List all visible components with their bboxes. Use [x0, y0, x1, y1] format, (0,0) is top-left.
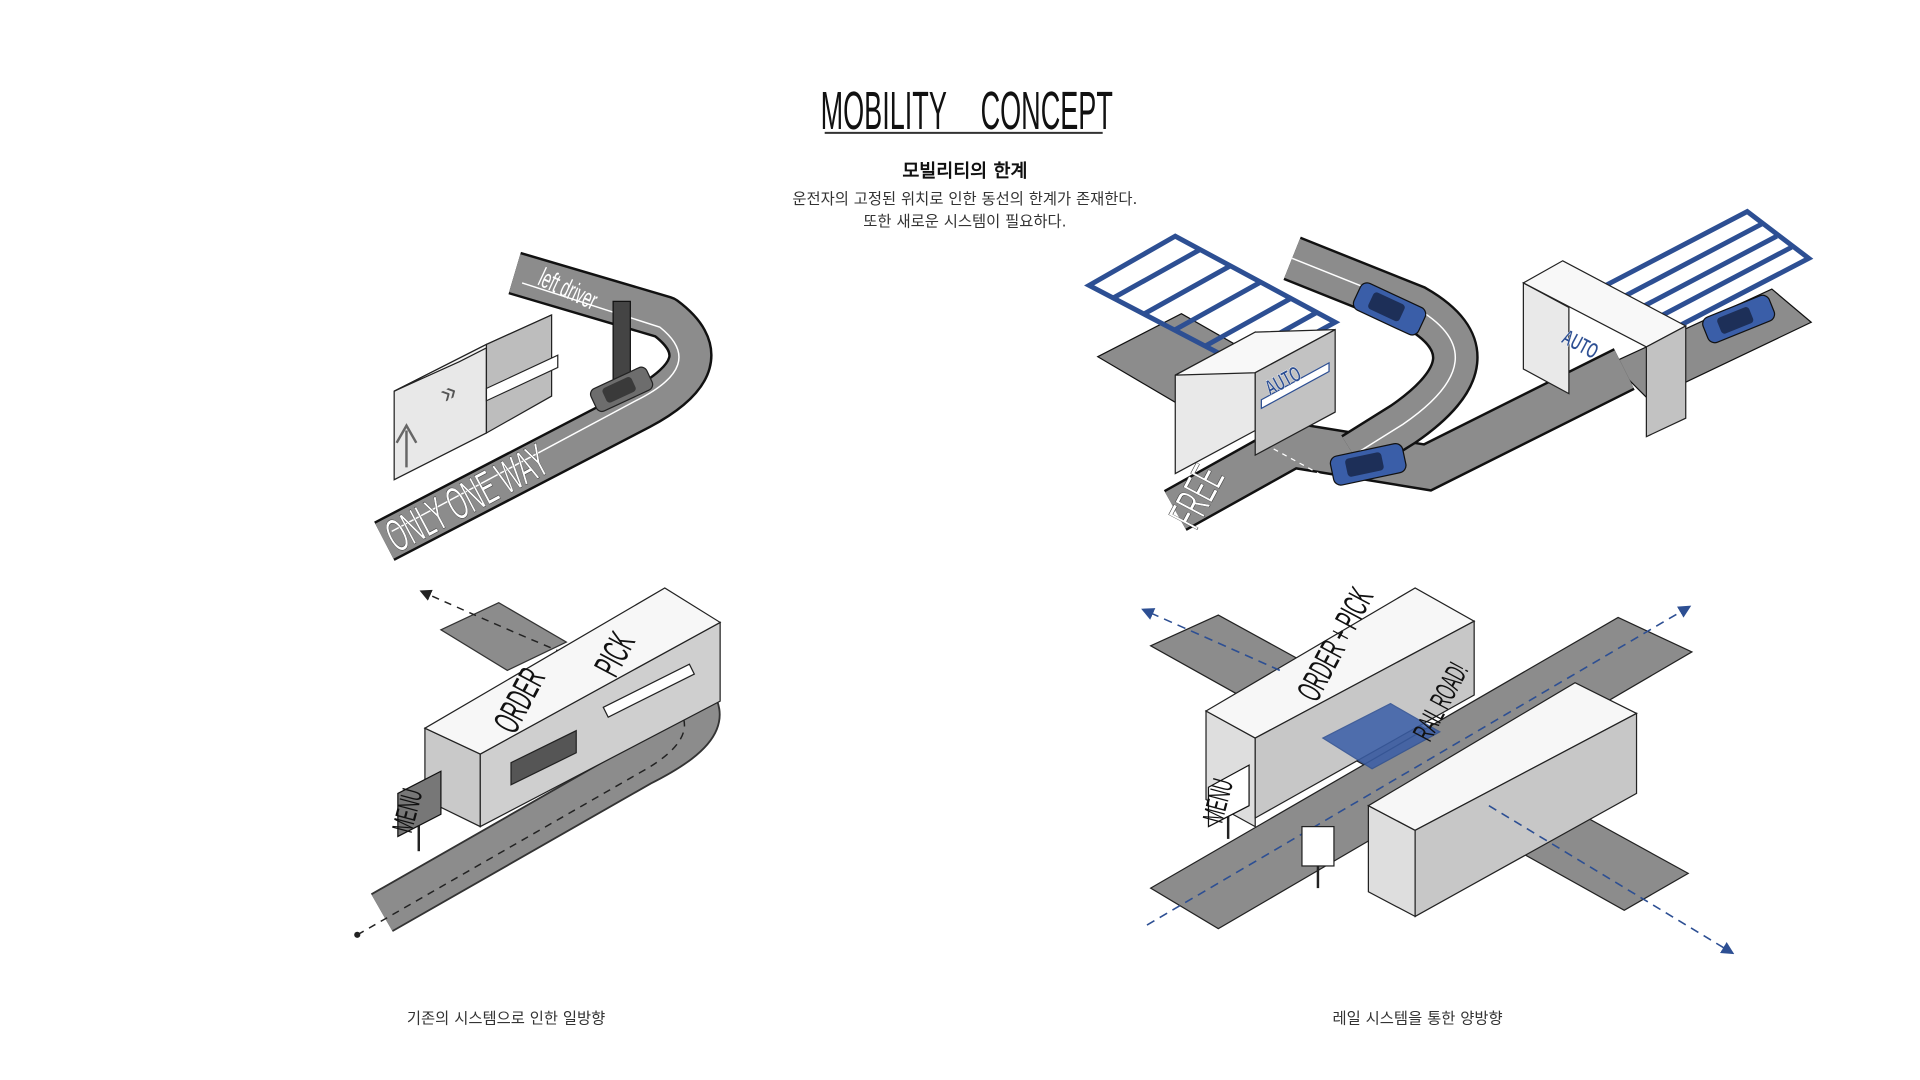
menu-sign: [397, 770, 442, 838]
right-caption: 레일 시스템을 통한 양방향: [1333, 1009, 1503, 1027]
menu-sign-right: [1207, 764, 1250, 828]
left-top-drivethru-illustration: » left driver ONLY ONE WAY: [374, 251, 713, 563]
left-bottom-order-pick-illustration: ORDER PICK MENU: [354, 587, 722, 938]
second-building-side: [1414, 712, 1638, 918]
car-blue-3: [1702, 294, 1776, 344]
car-grey: [589, 366, 654, 413]
dashed-arrow-nw: [1141, 608, 1281, 672]
order-building-top: [423, 587, 722, 755]
title-word-2: CONCEPT: [981, 81, 1113, 142]
car-blue-1: [1352, 282, 1427, 336]
dashed-arrow-se: [1488, 805, 1735, 955]
right-bottom-rail-illustration: ORDER + PICK RAIL ROAD! MENU: [1141, 581, 1735, 955]
booth-front: [393, 343, 488, 481]
dashed-path-arrow: [356, 589, 686, 936]
pickup-sign: [1301, 825, 1335, 867]
order-window: [510, 729, 577, 786]
title-word-1: MOBILITY: [821, 81, 947, 142]
description-line-1: 운전자의 고정된 위치로 인한 동선의 한계가 존재한다.: [792, 190, 1137, 208]
menu-label-right: MENU: [1196, 775, 1239, 825]
description-line-2: 또한 새로운 시스템이 필요하다.: [863, 212, 1066, 230]
car-blue-2: [1329, 442, 1407, 486]
left-caption: 기존의 시스템으로 인한 일방향: [407, 1009, 605, 1027]
up-arrow-sign-icon: [395, 423, 418, 468]
header: MOBILITY CONCEPT 모빌리티의 한계 운전자의 고정된 위치로 인…: [792, 81, 1137, 230]
right-top-auto-rail-illustration: AUTO AUTO FREE: [1084, 208, 1814, 536]
top-road-segment: [439, 602, 568, 672]
rail-platform: [1321, 702, 1441, 770]
menu-label-left: MENU: [386, 785, 429, 835]
pick-canopy: [602, 663, 696, 718]
dashed-arrow-ne: [1146, 605, 1692, 926]
subtitle: 모빌리티의 한계: [902, 161, 1027, 182]
auto-building-left-side: [1254, 328, 1336, 457]
auto-building-right-side: [1645, 324, 1687, 438]
